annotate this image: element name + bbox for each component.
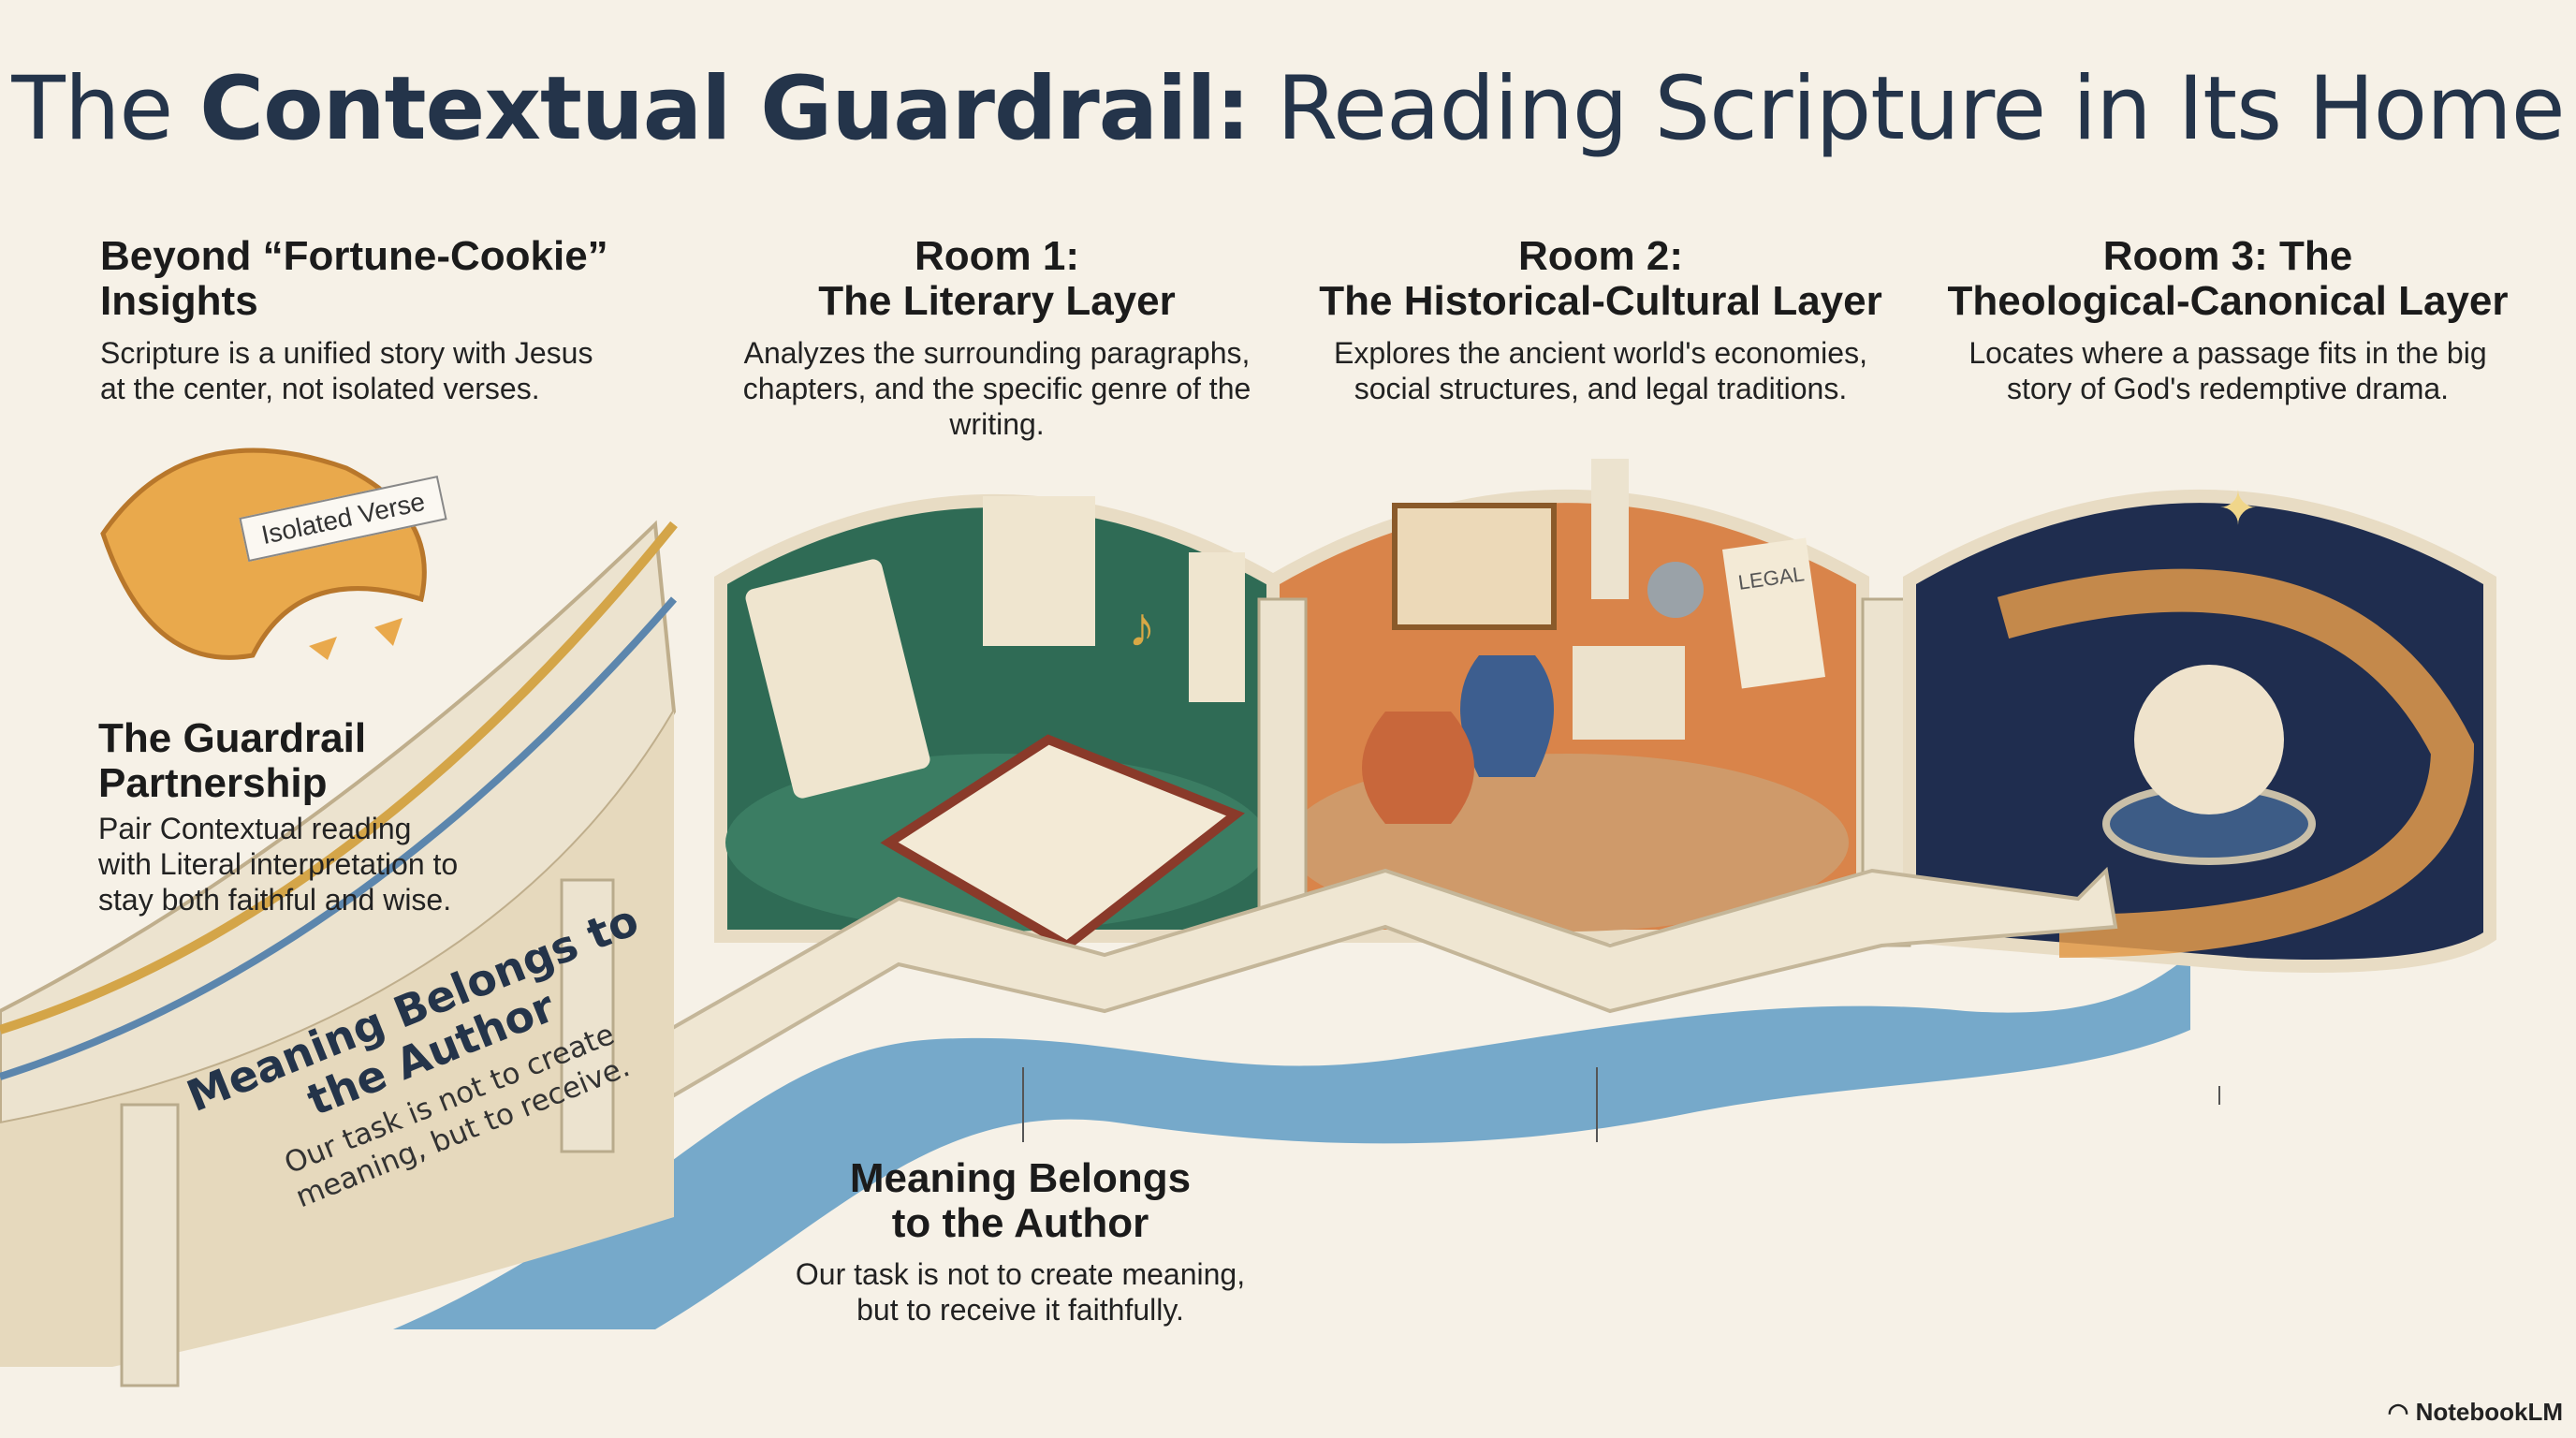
connector-line xyxy=(1022,1067,1024,1142)
intro-body: Scripture is a unified story with Jesus … xyxy=(100,336,593,405)
river xyxy=(393,955,2190,1329)
blue-railing xyxy=(0,596,678,1080)
star-icon: ✦ xyxy=(2218,482,2258,535)
notebooklm-brand: ◠ NotebookLM xyxy=(2387,1398,2563,1426)
partnership-heading: The Guardrail Partnership xyxy=(98,715,367,806)
open-book-icon xyxy=(880,734,1245,952)
gold-railing xyxy=(0,521,678,1034)
temple-model xyxy=(1573,646,1685,740)
room1-body: Analyzes the surrounding paragraphs, cha… xyxy=(742,336,1251,441)
cookie-crumb xyxy=(309,637,337,660)
page-icon xyxy=(983,496,1095,646)
column xyxy=(560,878,615,1153)
column xyxy=(1591,459,1629,599)
jar-icon xyxy=(1362,712,1474,824)
column xyxy=(120,1103,180,1387)
map-frame xyxy=(1392,503,1557,630)
room2-heading: Room 2:The Historical-Cultural Layer xyxy=(1319,233,1882,324)
legal-document xyxy=(1721,537,1826,689)
column xyxy=(1257,597,1308,947)
amphora-icon xyxy=(1460,655,1554,777)
room1-heading: Room 1:The Literary Layer xyxy=(818,233,1176,324)
intro-heading: Beyond “Fortune-Cookie” Insights xyxy=(100,233,608,324)
glowing-orb xyxy=(2134,665,2284,814)
notebooklm-logo-icon: ◠ xyxy=(2387,1398,2416,1426)
walkway-path xyxy=(633,866,2118,1098)
page-title: The Contextual Guardrail: Reading Script… xyxy=(11,58,2565,160)
room2-body: Explores the ancient world's economies, … xyxy=(1334,336,1867,405)
connector-line xyxy=(2218,1086,2220,1105)
scroll-icon xyxy=(745,559,930,799)
partnership-body: Pair Contextual reading with Literal int… xyxy=(98,812,459,917)
connector-line xyxy=(1596,1067,1598,1142)
lyre-icon: ♪ xyxy=(1128,595,1156,658)
page-icon xyxy=(1189,552,1245,702)
cookie-crumb xyxy=(374,618,402,646)
room3-body: Locates where a passage fits in the big … xyxy=(1969,336,2487,405)
coin-icon xyxy=(1647,562,1704,618)
meaning-body: Our task is not to create meaning, but t… xyxy=(795,1257,1246,1327)
redemption-arc xyxy=(1997,568,2475,958)
